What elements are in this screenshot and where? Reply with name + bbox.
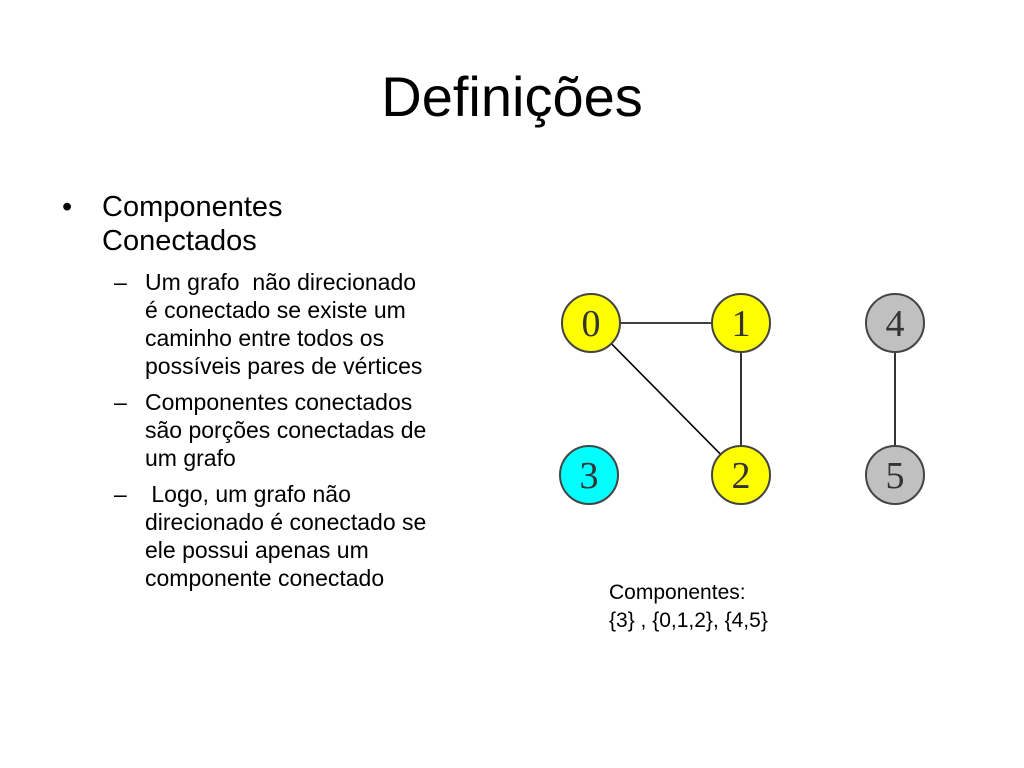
graph-diagram: 0 1 2 3 4 5 <box>559 293 925 505</box>
node-2: 2 <box>711 445 771 505</box>
components-label: Componentes: <box>609 581 746 604</box>
bullet-item-componentes-conectados: • Componentes Conectados <box>62 190 507 258</box>
bullet-text-line: Componentes <box>102 191 283 223</box>
sub-bullet-line: caminho entre todos os <box>145 325 385 351</box>
node-5: 5 <box>865 445 925 505</box>
node-circle-4 <box>865 293 925 353</box>
sub-bullet-line: Um grafo não direcionado <box>145 269 417 295</box>
node-3: 3 <box>559 445 619 505</box>
node-circle-1 <box>711 293 771 353</box>
sub-bullet-line: possíveis pares de vértices <box>145 353 423 379</box>
sub-bullet-list: – Um grafo não direcionado é conectado s… <box>62 268 507 592</box>
sub-bullet-line: Logo, um grafo não <box>145 481 351 507</box>
node-label-4: 4 <box>886 303 905 345</box>
node-4: 4 <box>865 293 925 353</box>
sub-bullet-line: Componentes conectados <box>145 389 413 415</box>
node-circle-0 <box>561 293 621 353</box>
bullet-text-line: Conectados <box>102 225 257 257</box>
sub-bullet-line: são porções conectadas de <box>145 417 427 443</box>
sub-bullet-line: ele possui apenas um <box>145 537 369 563</box>
dash-marker: – <box>114 269 127 295</box>
node-label-2: 2 <box>732 455 751 497</box>
node-label-3: 3 <box>580 455 599 497</box>
node-0: 0 <box>561 293 621 353</box>
sub-bullet-item: – Um grafo não direcionado é conectado s… <box>62 268 507 380</box>
bullet-marker: • <box>62 191 73 223</box>
components-list: {3} , {0,1,2}, {4,5} <box>609 609 768 632</box>
slide-title: Definições <box>381 65 643 128</box>
graph-nodes: 0 1 2 3 4 5 <box>559 293 925 505</box>
components-caption: Componentes: {3} , {0,1,2}, {4,5} <box>609 579 768 635</box>
sub-bullet-item: – Logo, um grafo não direcionado é conec… <box>62 480 507 592</box>
node-circle-5 <box>865 445 925 505</box>
node-circle-2 <box>711 445 771 505</box>
node-circle-3 <box>559 445 619 505</box>
edge-0-2 <box>590 322 742 476</box>
node-label-0: 0 <box>582 303 601 345</box>
sub-bullet-line: componente conectado <box>145 565 385 591</box>
sub-bullet-line: um grafo <box>145 445 236 471</box>
sub-bullet-line: direcionado é conectado se <box>145 509 427 535</box>
dash-marker: – <box>114 389 127 415</box>
node-1: 1 <box>711 293 771 353</box>
sub-bullet-line: é conectado se existe um <box>145 297 406 323</box>
sub-bullet-item: – Componentes conectados são porções con… <box>62 388 507 472</box>
bullet-list: • Componentes Conectados – Um grafo não … <box>62 190 507 600</box>
node-label-5: 5 <box>886 455 905 497</box>
dash-marker: – <box>114 481 127 507</box>
node-label-1: 1 <box>732 303 751 345</box>
